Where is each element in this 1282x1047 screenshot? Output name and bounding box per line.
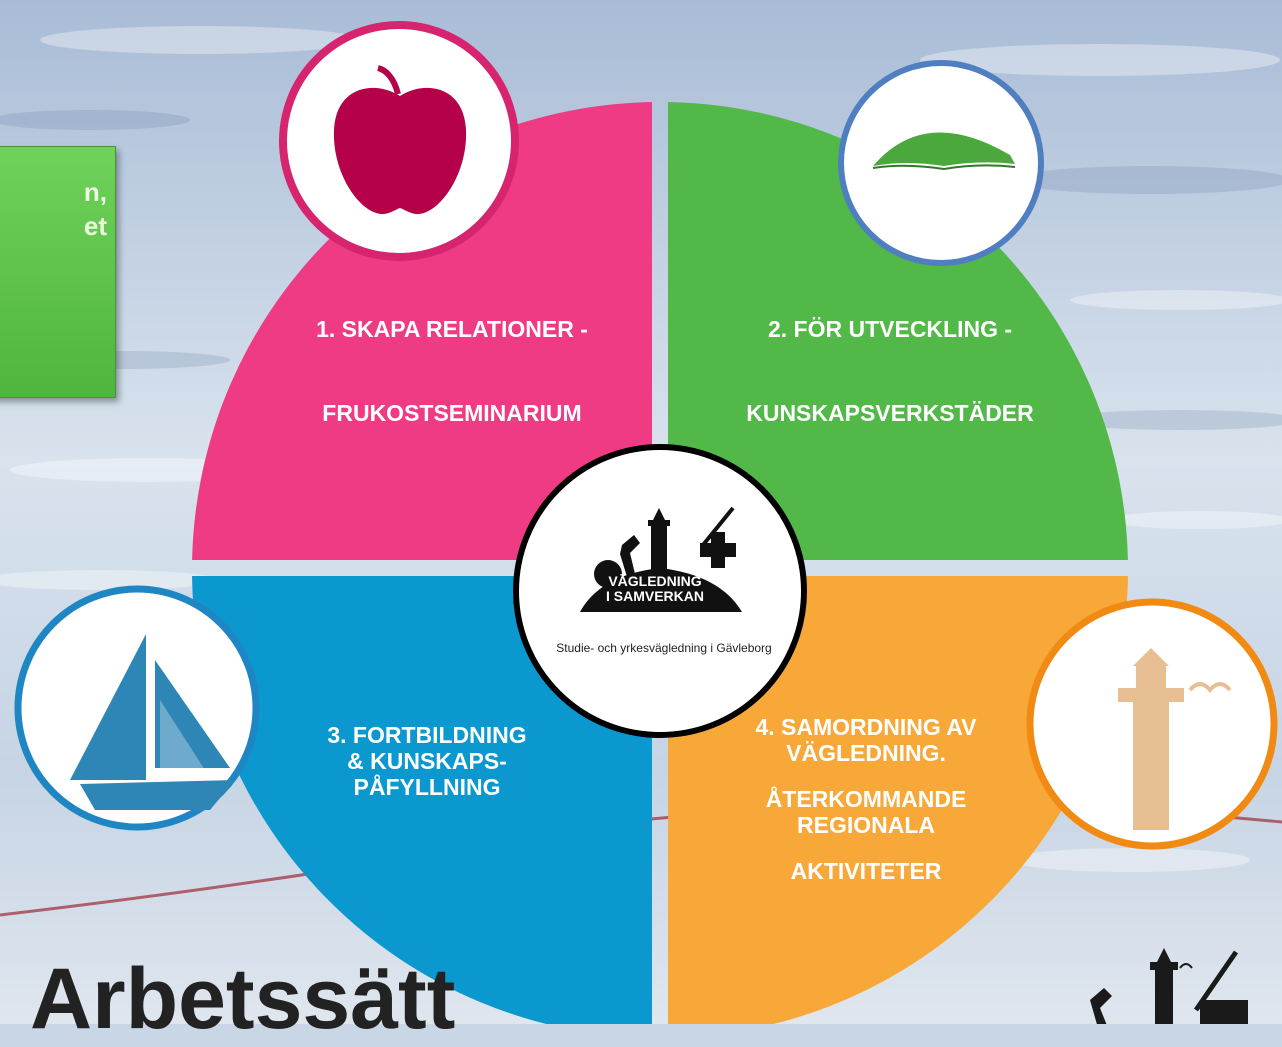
segment-4-label-line-2: VÄGLEDNING.	[786, 740, 946, 766]
segment-1-label-line-2: FRUKOSTSEMINARIUM	[322, 400, 582, 426]
segment-4-label-line-4: REGIONALA	[797, 812, 935, 838]
center-logo-line-2: I SAMVERKAN	[605, 588, 704, 604]
diagram-canvas	[0, 0, 1282, 1024]
side-note-line-2: et	[83, 211, 107, 241]
corner-logo-icon	[1090, 948, 1248, 1024]
center-logo-line-1: VÄGLEDNING	[608, 573, 702, 589]
center-logo-caption: Studie- och yrkesvägledning i Gävleborg	[556, 641, 772, 655]
book-icon	[872, 132, 1016, 171]
icon-circle-2[interactable]	[838, 60, 1044, 266]
vagledning-logo-icon	[580, 506, 742, 612]
segment-3-label-line-1: 3. FORTBILDNING	[327, 722, 527, 748]
segment-4-label-line-1: 4. SAMORDNING AV	[755, 714, 977, 740]
segment-3-label-line-3: PÅFYLLNING	[353, 774, 501, 800]
apple-icon	[333, 65, 467, 215]
segment-2-label-line-2: KUNSKAPSVERKSTÄDER	[746, 400, 1034, 426]
icon-circle-4[interactable]	[1026, 598, 1278, 850]
icon-circle-1[interactable]	[279, 21, 519, 261]
icon-circle-3[interactable]	[14, 585, 260, 831]
lighthouse-icon	[1118, 648, 1232, 830]
center-logo-text: VÄGLEDNING I SAMVERKAN	[590, 574, 720, 604]
segment-4-label-line-5: AKTIVITETER	[790, 858, 942, 884]
segment-4-label-line-3: ÅTERKOMMANDE	[765, 786, 967, 812]
side-note-box: n, et	[0, 146, 116, 398]
sailboat-icon	[70, 634, 235, 810]
segment-3-label-line-2: & KUNSKAPS-	[347, 748, 507, 774]
page-title: Arbetssätt	[30, 951, 456, 1047]
water-ripples	[0, 26, 1282, 872]
segment-2-label-line-1: 2. FÖR UTVECKLING -	[767, 316, 1013, 342]
side-note-line-1: n,	[83, 177, 107, 207]
segment-1-label-line-1: 1. SKAPA RELATIONER -	[316, 316, 588, 342]
